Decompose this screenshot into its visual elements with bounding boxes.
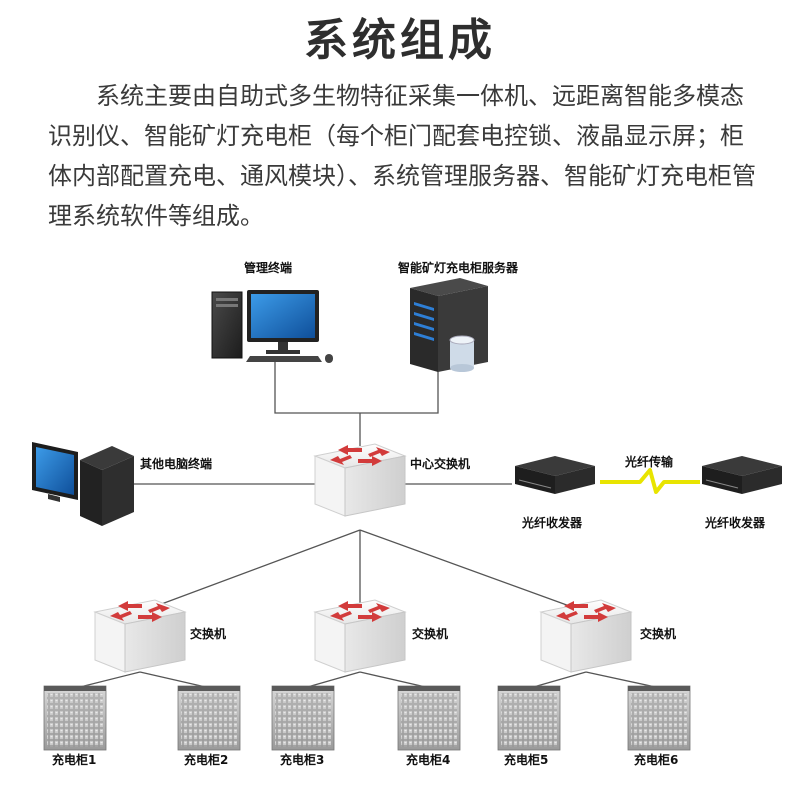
cabinet-1 (43, 685, 107, 751)
label-core-switch: 中心交换机 (410, 456, 470, 471)
fiber-transceiver-right (701, 455, 783, 495)
label-server: 智能矿灯充电柜服务器 (397, 260, 519, 275)
other-pc-terminal (32, 442, 134, 526)
mouse-icon (325, 354, 333, 363)
fiber-transceiver-left (514, 455, 596, 495)
link-core-switch1 (139, 529, 361, 613)
label-other-pc: 其他电脑终端 (140, 456, 212, 471)
label-management-terminal: 管理终端 (244, 260, 292, 275)
fiber-link-bolt (600, 468, 700, 494)
switch-3 (540, 599, 632, 673)
link-sw1-cab2 (139, 671, 211, 689)
label-fiber-right: 光纤收发器 (704, 515, 766, 530)
link-sw2-cab4 (359, 671, 431, 689)
management-terminal (211, 290, 333, 363)
link-sw3-cab5 (529, 671, 587, 689)
connection-lines (75, 362, 661, 689)
cabinet-6 (627, 685, 691, 751)
cabinet-5 (497, 685, 561, 751)
label-fiber-left: 光纤收发器 (521, 515, 583, 530)
cabinet-4 (397, 685, 461, 751)
label-switch-1: 交换机 (190, 626, 226, 641)
screen-icon (251, 294, 315, 338)
link-sw2-cab3 (303, 671, 361, 689)
label-cabinet-6: 充电柜6 (634, 752, 678, 767)
label-switch-2: 交换机 (412, 626, 448, 641)
label-fiber-link: 光纤传输 (624, 454, 674, 469)
switch-2 (314, 599, 406, 673)
label-cabinet-2: 充电柜2 (184, 752, 228, 767)
link-core-switch3 (359, 529, 587, 613)
switch-1 (94, 599, 186, 673)
system-description: 系统主要由自助式多生物特征采集一体机、远距离智能多模态识别仪、智能矿灯充电柜（每… (48, 82, 756, 230)
cabinet-2 (177, 685, 241, 751)
link-sw3-cab6 (585, 671, 661, 689)
link-sw1-cab1 (75, 671, 141, 689)
page-title: 系统组成 (304, 15, 496, 66)
label-cabinet-5: 充电柜5 (504, 752, 548, 767)
link-terminal-server (274, 362, 439, 414)
label-switch-3: 交换机 (640, 626, 676, 641)
server (410, 278, 488, 372)
core-switch (314, 443, 406, 517)
cabinet-3 (271, 685, 335, 751)
label-cabinet-3: 充电柜3 (280, 752, 324, 767)
label-cabinet-1: 充电柜1 (52, 752, 96, 767)
label-cabinet-4: 充电柜4 (406, 752, 450, 767)
